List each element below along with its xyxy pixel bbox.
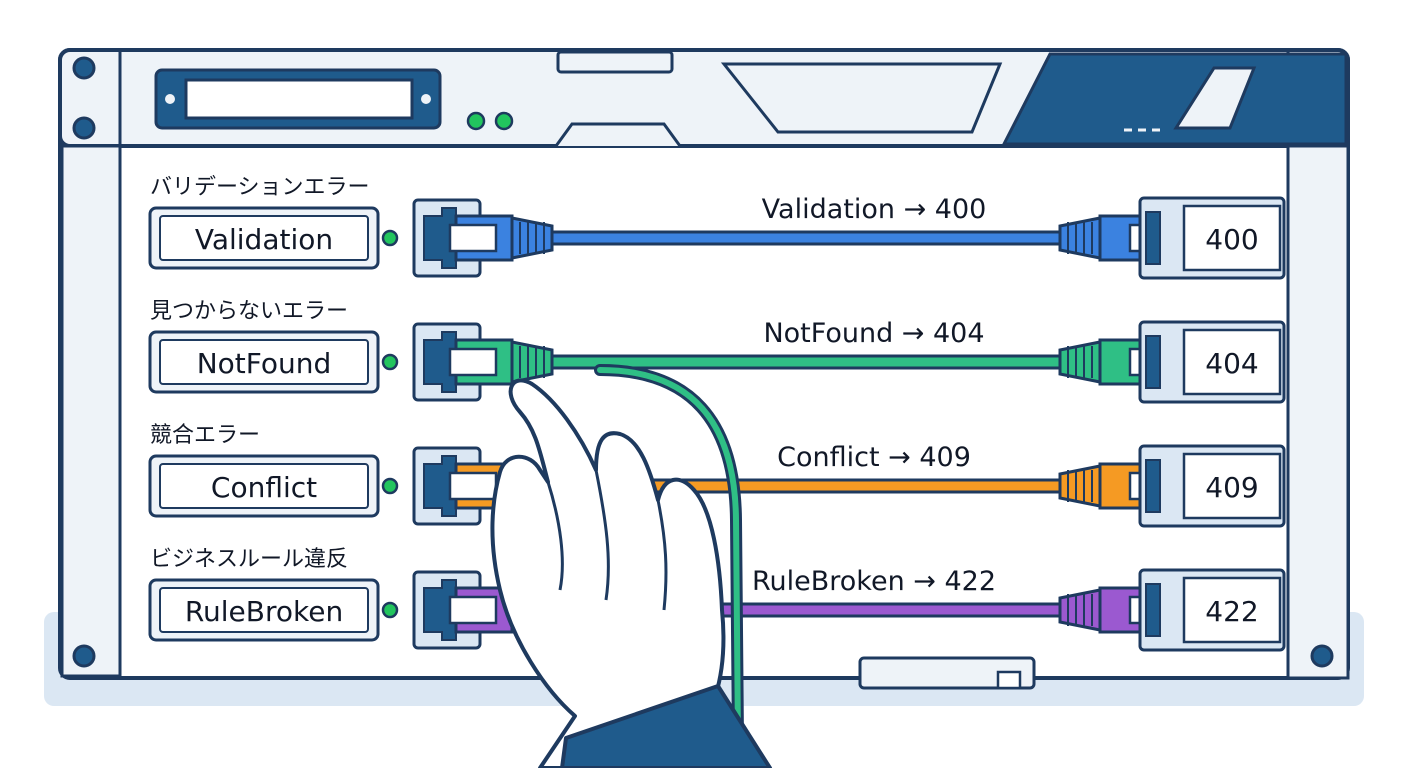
route-label: RuleBroken → 422 bbox=[752, 566, 996, 597]
route-label: NotFound → 404 bbox=[763, 318, 984, 349]
plug-boot bbox=[510, 216, 554, 260]
patch-cable[interactable] bbox=[550, 230, 1062, 246]
route-label: Conflict → 409 bbox=[777, 442, 971, 473]
plug-boot bbox=[1058, 588, 1102, 632]
plug-boot bbox=[510, 340, 554, 384]
source-name: NotFound bbox=[197, 347, 332, 380]
port-led bbox=[381, 229, 399, 247]
category-label: バリデーションエラー bbox=[150, 175, 370, 200]
sleeve bbox=[560, 684, 772, 768]
status-led bbox=[466, 111, 486, 131]
plug-boot bbox=[1058, 216, 1102, 260]
plug-boot bbox=[1058, 340, 1102, 384]
source-name: Validation bbox=[195, 223, 333, 256]
category-label: ビジネスルール違反 bbox=[150, 547, 348, 572]
status-code: 400 bbox=[1205, 223, 1258, 256]
status-code: 404 bbox=[1205, 347, 1258, 380]
route-row: ビジネスルール違反 RuleBroken 422 RuleBroken → 422 bbox=[148, 547, 1286, 652]
status-code: 422 bbox=[1205, 595, 1258, 628]
status-led bbox=[494, 111, 514, 131]
plug-boot bbox=[1058, 464, 1102, 508]
route-row: 見つからないエラー NotFound 404 NotFound → 404 bbox=[148, 299, 1286, 404]
status-code: 409 bbox=[1205, 471, 1258, 504]
route-row: バリデーションエラー Validation 400 Validation → 400 bbox=[148, 175, 1286, 280]
port-led bbox=[381, 601, 399, 619]
vent-panel bbox=[1001, 52, 1348, 146]
category-label: 見つからないエラー bbox=[150, 299, 348, 324]
source-name: RuleBroken bbox=[185, 595, 343, 628]
port-led bbox=[381, 477, 399, 495]
source-name: Conflict bbox=[211, 471, 317, 504]
loose-cable-fill bbox=[597, 367, 741, 743]
route-label: Validation → 400 bbox=[762, 194, 987, 225]
hand-icon bbox=[490, 378, 772, 768]
category-label: 競合エラー bbox=[150, 423, 260, 448]
rack-handle bbox=[858, 656, 1036, 690]
port-led bbox=[381, 353, 399, 371]
